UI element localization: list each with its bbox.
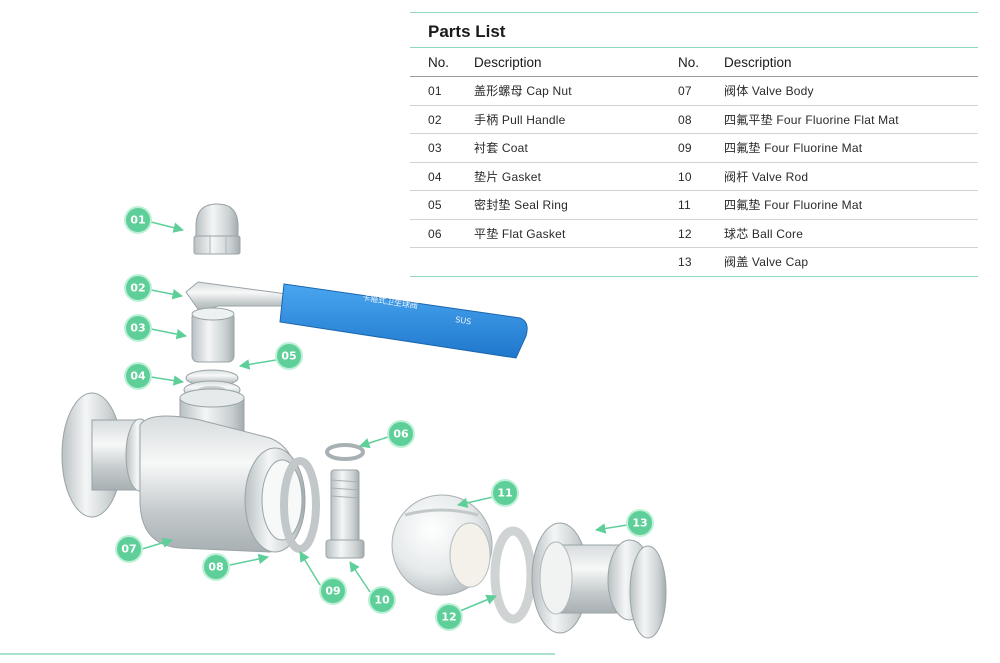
part-description: 阀杆 Valve Rod: [724, 169, 809, 184]
part-number: 04: [428, 169, 442, 184]
valve-body-part: [61, 388, 306, 553]
part-description: 阀盖 Valve Cap: [724, 255, 809, 269]
header-no-right: No.: [678, 55, 700, 70]
callout-badge: [124, 206, 152, 234]
callout-badge: [202, 553, 230, 581]
callout-number: 13: [632, 517, 647, 530]
callout-badge: [387, 420, 415, 448]
part-description: 平垫 Flat Gasket: [474, 226, 566, 241]
handle-sublabel: SUS: [455, 315, 472, 326]
callout-12: 12: [435, 603, 463, 631]
part-number: 10: [678, 169, 692, 184]
part-description: 四氟垫 Four Fluorine Mat: [724, 141, 863, 155]
callout-badge: [275, 342, 303, 370]
part-number: 11: [678, 198, 691, 212]
callout-number: 09: [325, 585, 340, 598]
callout-number: 01: [130, 214, 145, 227]
table-row: 01 盖形螺母 Cap Nut 07 阀体 Valve Body: [410, 77, 978, 106]
coat-part: [191, 307, 235, 363]
part-number: 12: [678, 226, 692, 241]
callout-01: 01: [124, 206, 152, 234]
ball-core-part: [391, 494, 493, 596]
callout-number: 12: [441, 611, 456, 624]
part-number: 08: [678, 112, 692, 127]
callout-number: 02: [130, 282, 145, 295]
parts-table-body: 01 盖形螺母 Cap Nut 07 阀体 Valve Body 02 手柄 Pull H…: [410, 77, 978, 276]
callout-badges: 01 02 03 04 05 06 07 08 09 10 11 12 13: [115, 206, 654, 631]
callout-07: 07: [115, 535, 143, 563]
callout-badge: [124, 362, 152, 390]
callout-number: 10: [374, 594, 390, 607]
table-row: 03 衬套 Coat 09 四氟垫 Four Fluorine Mat: [410, 134, 978, 163]
part-description: 四氟平垫 Four Fluorine Flat Mat: [724, 112, 899, 127]
part-description: 阀体 Valve Body: [724, 84, 814, 98]
table-row: 13 阀盖 Valve Cap: [410, 248, 978, 276]
callout-badge: [124, 274, 152, 302]
callout-badge: [115, 535, 143, 563]
valve-rod-part: [325, 469, 365, 559]
header-description-right: Description: [724, 55, 792, 70]
parts-list-panel: Parts List No. Description No. Descripti…: [410, 12, 978, 277]
parts-list-title: Parts List: [428, 22, 506, 41]
part-number: 09: [678, 141, 692, 155]
callout-13: 13: [626, 509, 654, 537]
part-number: 13: [678, 255, 692, 269]
part-number: 07: [678, 84, 692, 98]
part-description: 密封垫 Seal Ring: [474, 198, 568, 212]
callout-11: 11: [491, 479, 519, 507]
flat-mat-part: [280, 457, 320, 553]
callout-number: 04: [130, 370, 146, 383]
header-description-left: Description: [474, 55, 542, 70]
callout-number: 11: [497, 487, 512, 500]
part-description: 垫片 Gasket: [474, 169, 542, 184]
part-description: 衬套 Coat: [474, 141, 529, 155]
valve-cap-part: [531, 522, 667, 639]
part-number: 02: [428, 112, 442, 127]
title-accent-line: [410, 47, 978, 48]
part-description: 球芯 Ball Core: [724, 226, 804, 241]
callout-10: 10: [368, 586, 396, 614]
callout-leaders: [141, 221, 628, 612]
part-number: 05: [428, 198, 442, 212]
part-description: 盖形螺母 Cap Nut: [474, 84, 572, 98]
callout-number: 08: [208, 561, 223, 574]
part-description: 手柄 Pull Handle: [474, 112, 566, 127]
callout-03: 03: [124, 314, 152, 342]
table-row: 04 垫片 Gasket 10 阀杆 Valve Rod: [410, 163, 978, 191]
cap-nut-part: [193, 203, 241, 255]
callout-number: 05: [281, 350, 296, 363]
callout-number: 03: [130, 322, 145, 335]
table-row: 02 手柄 Pull Handle 08 四氟平垫 Four Fluorine Fla…: [410, 106, 978, 134]
part-number: 01: [428, 84, 442, 98]
pull-handle-part: 卡箍式卫生球阀 SUS: [185, 281, 528, 359]
table-row: 05 密封垫 Seal Ring 11 四氟垫 Four Fluorine Mat: [410, 191, 978, 220]
callout-badge: [124, 314, 152, 342]
fluorine-mat-part: [490, 526, 536, 624]
callout-badge: [368, 586, 396, 614]
flat-gasket-part: [325, 443, 365, 461]
top-accent-line: [410, 12, 978, 13]
part-number: 06: [428, 226, 442, 241]
callout-number: 07: [121, 543, 136, 556]
header-no-left: No.: [428, 55, 450, 70]
callout-badge: [319, 577, 347, 605]
callout-02: 02: [124, 274, 152, 302]
callout-number: 06: [393, 428, 409, 441]
part-description: 四氟垫 Four Fluorine Mat: [724, 198, 863, 212]
callout-04: 04: [124, 362, 152, 390]
bottom-table-accent-line: [410, 275, 978, 277]
table-row: 06 平垫 Flat Gasket 12 球芯 Ball Core: [410, 220, 978, 248]
callout-badge: [491, 479, 519, 507]
callout-09: 09: [319, 577, 347, 605]
callout-06: 06: [387, 420, 415, 448]
callout-08: 08: [202, 553, 230, 581]
callout-05: 05: [275, 342, 303, 370]
part-number: 03: [428, 141, 442, 155]
table-header-row: No. Description No. Description: [410, 48, 978, 77]
callout-badge: [435, 603, 463, 631]
callout-badge: [626, 509, 654, 537]
